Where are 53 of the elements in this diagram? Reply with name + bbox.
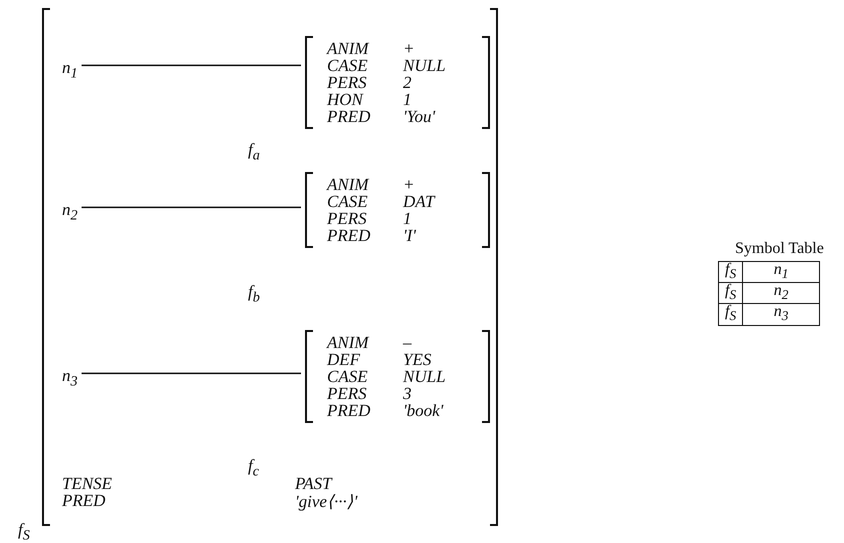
feature-value: 2 bbox=[403, 74, 412, 91]
structure-label: f$_{S}$ bbox=[18, 520, 30, 543]
node-symbol: n$_{2}$ bbox=[62, 200, 78, 224]
node-symbol: n$_{1}$ bbox=[62, 58, 78, 82]
feature-value: 'I' bbox=[403, 227, 416, 244]
feature-name: ANIM bbox=[327, 40, 369, 57]
feature-value: 1 bbox=[403, 210, 412, 227]
feature-matrix bbox=[305, 36, 490, 129]
feature-name: HON bbox=[327, 91, 363, 108]
node-symbol: n$_{3}$ bbox=[62, 366, 78, 390]
structure-label: f$_{b}$ bbox=[248, 282, 260, 306]
feature-value: 'You' bbox=[403, 108, 436, 125]
feature-value: 'book' bbox=[403, 402, 444, 419]
feature-matrix bbox=[305, 172, 490, 248]
feature-name: PERS bbox=[327, 385, 367, 402]
feature-name: DEF bbox=[327, 351, 360, 368]
feature-name: PRED bbox=[327, 402, 370, 419]
feature-name: PERS bbox=[327, 74, 367, 91]
feature-value: NULL bbox=[403, 368, 446, 385]
attribute-value-matrix bbox=[42, 8, 498, 526]
feature-name: PERS bbox=[327, 210, 367, 227]
feature-value: 'give⟨···⟩' bbox=[295, 491, 358, 512]
feature-name: ANIM bbox=[327, 334, 369, 351]
feature-value: 3 bbox=[403, 385, 412, 402]
connector-line bbox=[82, 206, 301, 208]
table-cell: f$_{S}$ bbox=[718, 262, 743, 283]
feature-value: – bbox=[403, 334, 412, 351]
structure-label: f$_{c}$ bbox=[248, 456, 260, 480]
feature-name: CASE bbox=[327, 57, 368, 74]
feature-value: + bbox=[403, 40, 414, 57]
feature-value: DAT bbox=[403, 193, 434, 210]
feature-name: CASE bbox=[327, 193, 368, 210]
table-cell: f$_{S}$ bbox=[718, 282, 743, 304]
table-cell: n$_{2}$ bbox=[742, 282, 820, 304]
feature-value: NULL bbox=[403, 57, 446, 74]
feature-name: CASE bbox=[327, 368, 368, 385]
feature-matrix bbox=[305, 330, 490, 423]
structure-label: f$_{a}$ bbox=[248, 140, 260, 164]
feature-name: ANIM bbox=[327, 176, 369, 193]
table-cell: f$_{S}$ bbox=[718, 304, 743, 326]
table-title: Symbol Table bbox=[735, 240, 824, 258]
feature-name: PRED bbox=[62, 491, 106, 511]
feature-value: YES bbox=[403, 351, 432, 368]
feature-value: + bbox=[403, 176, 414, 193]
connector-line bbox=[82, 372, 301, 374]
table-cell: n$_{3}$ bbox=[742, 304, 820, 326]
feature-name: TENSE bbox=[62, 474, 112, 494]
feature-value: PAST bbox=[295, 474, 332, 494]
feature-name: PRED bbox=[327, 108, 370, 125]
feature-value: 1 bbox=[403, 91, 412, 108]
feature-name: PRED bbox=[327, 227, 370, 244]
table-cell: n$_{1}$ bbox=[742, 262, 820, 283]
connector-line bbox=[82, 64, 301, 66]
